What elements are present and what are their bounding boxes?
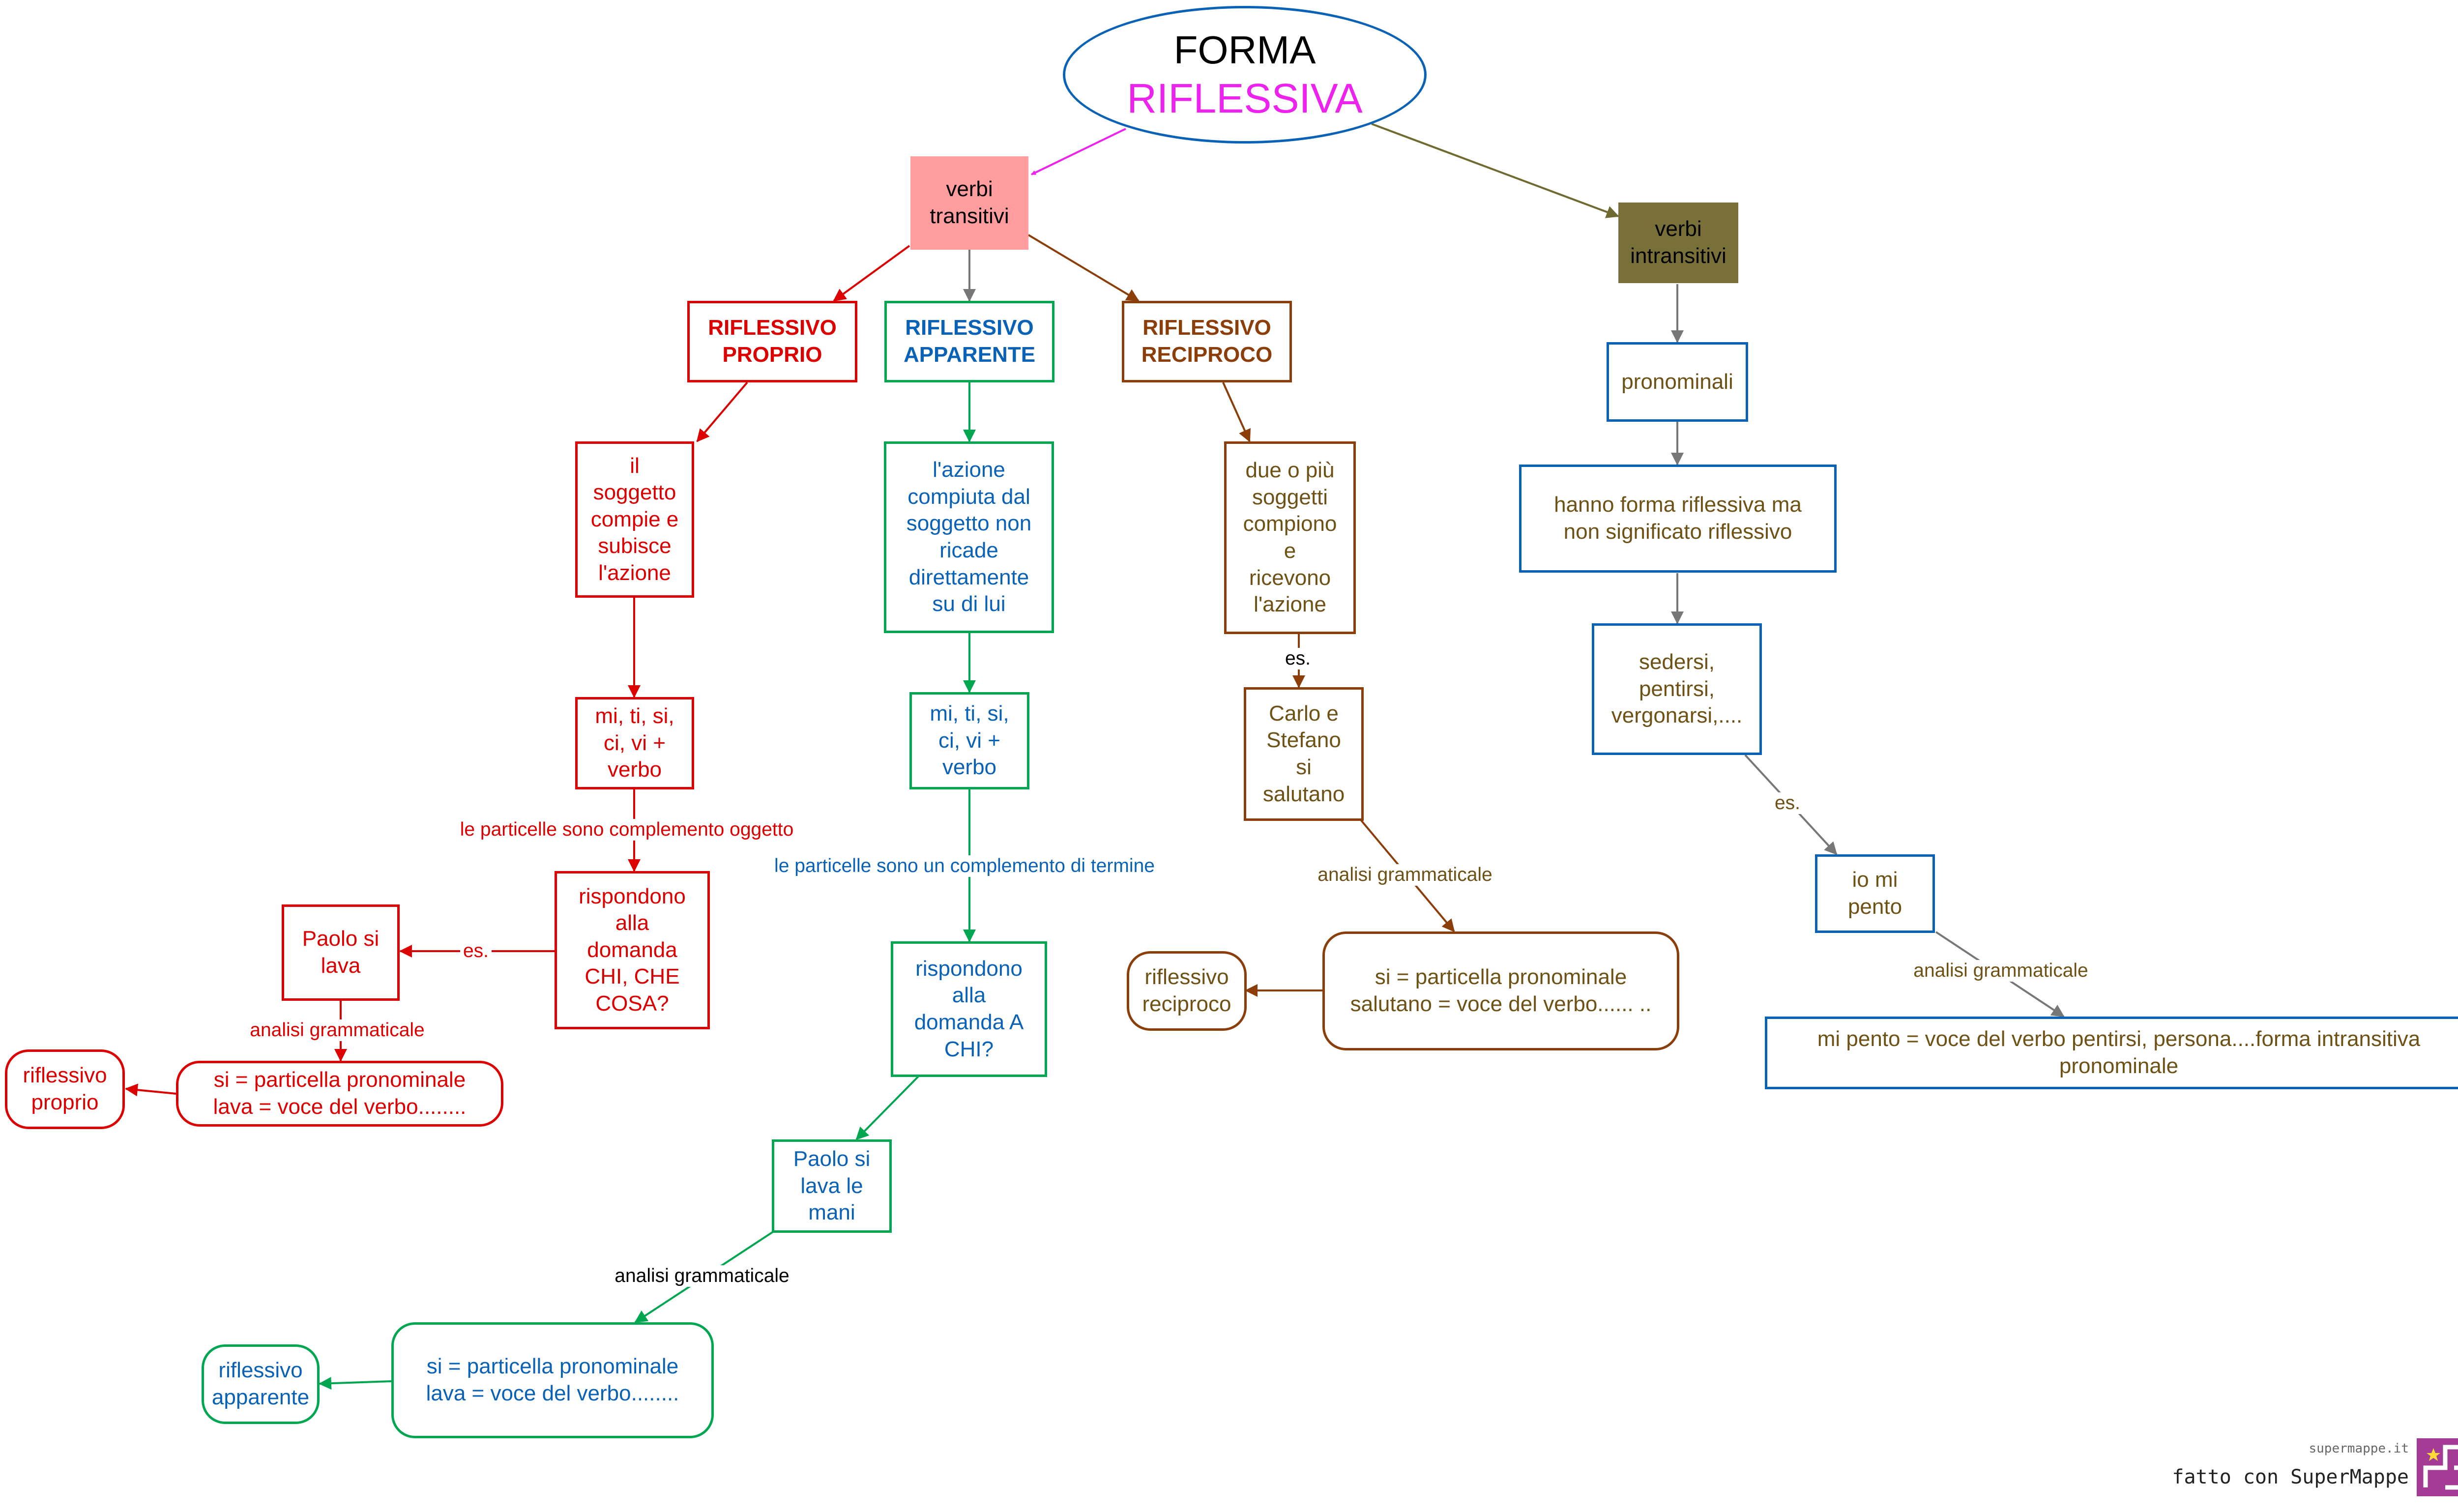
- node-apparente-analisi: si = particella pronominale lava = voce …: [391, 1322, 714, 1438]
- node-proprio-tipo: riflessivo proprio: [5, 1049, 125, 1129]
- node-verbi-transitivi: verbi transitivi: [910, 156, 1028, 250]
- link-apparente-analisi-tipo: [319, 1377, 392, 1390]
- title-line-2: RIFLESSIVA: [1127, 75, 1363, 121]
- node-pronominali-esempio: io mi pento: [1815, 854, 1935, 933]
- node-reciproco-analisi: si = particella pronominale salutano = v…: [1322, 931, 1679, 1050]
- link-apparente-domanda-esempio: [855, 1076, 919, 1140]
- node-apparente-tipo: riflessivo apparente: [202, 1344, 320, 1424]
- node-proprio-domanda: rispondono alla domanda CHI, CHE COSA?: [555, 871, 710, 1029]
- node-pronominali-esempi: sedersi, pentirsi, vergonarsi,....: [1592, 623, 1762, 755]
- node-riflessivo-proprio: RIFLESSIVO PROPRIO: [687, 301, 857, 382]
- link-transitivi-proprio: [833, 245, 910, 302]
- node-reciproco-esempio: Carlo e Stefano si salutano: [1244, 687, 1364, 821]
- node-pronominali: pronominali: [1607, 342, 1748, 422]
- branding: supermappe.it fatto con SuperMappe: [2158, 1435, 2458, 1499]
- label-reciproco-analisi: analisi grammaticale: [1315, 864, 1495, 886]
- node-proprio-esempio: Paolo si lava: [282, 904, 400, 1001]
- label-reciproco-es: es.: [1282, 648, 1314, 669]
- label-proprio-analisi: analisi grammaticale: [247, 1019, 428, 1041]
- node-proprio-particelle: mi, ti, si, ci, vi + verbo: [575, 697, 694, 789]
- node-apparente-domanda: rispondono alla domanda A CHI?: [891, 941, 1047, 1077]
- node-apparente-definizione: l'azione compiuta dal soggetto non ricad…: [884, 441, 1054, 633]
- node-reciproco-tipo: riflessivo reciproco: [1127, 951, 1247, 1031]
- title-node: FORMA RIFLESSIVA: [1063, 6, 1427, 144]
- node-pronominali-analisi: mi pento = voce del verbo pentirsi, pers…: [1765, 1017, 2458, 1089]
- link-reciproco-definizione: [1222, 382, 1251, 442]
- brand-url: supermappe.it: [2309, 1441, 2409, 1456]
- label-proprio-particelle: le particelle sono complemento oggetto: [457, 819, 797, 841]
- node-reciproco-definizione: due o più soggetti compiono e ricevono l…: [1224, 441, 1356, 634]
- node-pronominali-definizione: hanno forma riflessiva ma non significat…: [1519, 465, 1837, 573]
- link-proprio-analisi-tipo: [125, 1083, 176, 1097]
- link-title-transitivi: [1031, 128, 1126, 175]
- supermappe-logo-icon: [2417, 1438, 2458, 1496]
- node-apparente-particelle: mi, ti, si, ci, vi + verbo: [909, 692, 1029, 789]
- node-riflessivo-apparente: RIFLESSIVO APPARENTE: [884, 301, 1054, 382]
- link-title-intransitivi: [1371, 123, 1619, 218]
- node-proprio-definizione: il soggetto compie e subisce l'azione: [575, 441, 694, 598]
- label-apparente-particelle: le particelle sono un complemento di ter…: [771, 855, 1158, 877]
- label-proprio-es: es.: [460, 940, 492, 962]
- label-pronominali-es: es.: [1771, 792, 1804, 814]
- label-apparente-analisi: analisi grammaticale: [612, 1265, 792, 1287]
- link-transitivi-reciproco: [1027, 234, 1140, 302]
- link-proprio-definizione: [696, 381, 748, 442]
- node-proprio-analisi: si = particella pronominale lava = voce …: [176, 1061, 503, 1127]
- node-riflessivo-reciproco: RIFLESSIVO RECIPROCO: [1122, 301, 1292, 382]
- title-line-1: FORMA: [1173, 28, 1316, 72]
- brand-text: fatto con SuperMappe: [2172, 1466, 2409, 1488]
- node-verbi-intransitivi: verbi intransitivi: [1618, 203, 1738, 283]
- node-apparente-esempio: Paolo si lava le mani: [772, 1139, 892, 1233]
- label-pronominali-analisi: analisi grammaticale: [1910, 960, 2091, 982]
